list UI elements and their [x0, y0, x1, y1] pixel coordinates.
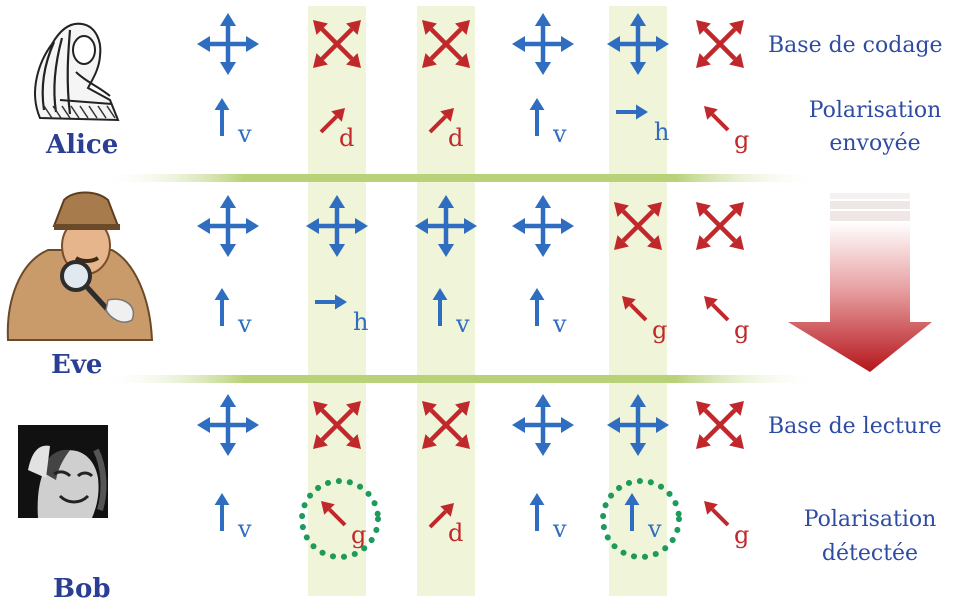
eve-polarisation-3: v	[529, 288, 567, 338]
alice-polarisation-3-letter: v	[552, 120, 567, 148]
eve-base-1	[306, 195, 368, 257]
eve-polarisation-2: v	[432, 288, 470, 338]
alice-polarisation-0: v	[214, 98, 252, 148]
eve-base-3	[512, 195, 574, 257]
eve-polarisation-0-letter: v	[237, 310, 252, 338]
bob-polarisation-4: v	[624, 493, 662, 543]
alice-name: Alice	[46, 130, 119, 160]
eve-base-0	[197, 195, 259, 257]
bob-base-4	[607, 394, 669, 456]
row-separators	[100, 174, 820, 383]
bob-polarisation-2: d	[428, 503, 463, 547]
eve-base-4	[614, 202, 662, 250]
alice-polarisation-1-letter: d	[339, 124, 354, 152]
eve-polarisation-4-letter: g	[652, 316, 667, 344]
bob-base-2	[422, 401, 470, 449]
alice-base-4	[607, 13, 669, 75]
highlight-column-2	[417, 6, 475, 596]
bob-portrait	[18, 425, 108, 518]
bob-polarisation-3: v	[529, 493, 567, 543]
eve-portrait	[6, 191, 154, 341]
eve-polarisation-4: g	[622, 296, 667, 344]
bob-polarisation-5: g	[704, 501, 749, 549]
eve-down-arrow	[788, 193, 932, 372]
bob-polarisation-1: g	[321, 501, 366, 549]
bob-polarisation-0-letter: v	[237, 515, 252, 543]
eve-polarisation-1: h	[315, 294, 368, 336]
alice-polarisation-1: d	[319, 108, 354, 152]
base-de-lecture-label: Base de lecture	[768, 414, 942, 439]
bases-layer	[197, 13, 744, 456]
alice-base-5	[696, 20, 744, 68]
alice-polarisation-3: v	[529, 98, 567, 148]
bob-polarisation-1-letter: g	[351, 521, 366, 549]
eve-base-5	[696, 202, 744, 250]
bob-polarisation-0: v	[214, 493, 252, 543]
down-arrow-stripe-1	[830, 201, 910, 209]
eve-polarisation-5: g	[704, 296, 749, 344]
polarisation-detectee-label-line2: détectée	[821, 541, 919, 566]
polarisations-layer: v d d v h g v h v v g g v g d v v g	[214, 98, 749, 549]
match-circle-1	[299, 478, 381, 560]
bob-base-0	[197, 394, 259, 456]
polarisation-envoyee-label-line2: envoyée	[829, 131, 921, 156]
alice-base-0	[197, 13, 259, 75]
highlighted-columns	[308, 6, 667, 596]
polarisation-envoyee-label-line1: Polarisation	[808, 98, 942, 123]
bob-base-1	[313, 401, 361, 449]
bob-base-3	[512, 394, 574, 456]
eve-polarisation-5-letter: g	[734, 316, 749, 344]
alice-polarisation-4: h	[616, 104, 669, 146]
alice-base-2	[422, 20, 470, 68]
separator-0	[100, 174, 820, 182]
alice-polarisation-2-letter: d	[448, 124, 463, 152]
alice-portrait	[34, 22, 120, 122]
bob-polarisation-4-letter: v	[647, 515, 662, 543]
eve-base-2	[415, 195, 477, 257]
bob-name: Bob	[53, 574, 111, 604]
down-arrow-stripe-2	[830, 211, 910, 221]
alice-polarisation-4-letter: h	[654, 118, 669, 146]
alice-polarisation-0-letter: v	[237, 120, 252, 148]
alice-base-3	[512, 13, 574, 75]
portraits	[6, 22, 154, 518]
match-circle-4	[600, 478, 682, 560]
eve-polarisation-1-letter: h	[353, 308, 368, 336]
down-arrow-stripe-0	[830, 193, 910, 199]
bob-polarisation-5-letter: g	[734, 521, 749, 549]
base-de-codage-label: Base de codage	[768, 33, 943, 58]
polarisation-detectee-label-line1: Polarisation	[803, 507, 937, 532]
down-arrow	[788, 222, 932, 372]
alice-polarisation-5-letter: g	[734, 126, 749, 154]
bob-base-5	[696, 401, 744, 449]
eve-polarisation-0: v	[214, 288, 252, 338]
bob-polarisation-3-letter: v	[552, 515, 567, 543]
alice-polarisation-2: d	[428, 108, 463, 152]
eve-polarisation-3-letter: v	[552, 310, 567, 338]
highlight-column-4	[609, 6, 667, 596]
match-circles	[299, 478, 682, 560]
alice-polarisation-5: g	[704, 106, 749, 154]
separator-1	[100, 375, 820, 383]
eve-name: Eve	[51, 350, 103, 380]
alice-base-1	[313, 20, 361, 68]
bob-polarisation-2-letter: d	[448, 519, 463, 547]
eve-polarisation-2-letter: v	[455, 310, 470, 338]
